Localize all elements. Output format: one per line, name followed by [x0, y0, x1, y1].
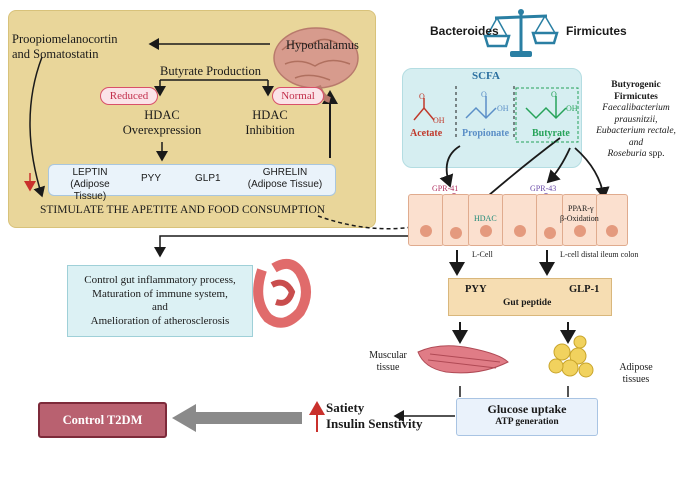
- scfa-title: SCFA: [472, 70, 500, 82]
- normal-badge: Normal: [272, 87, 324, 105]
- glucose-uptake-box: Glucose uptake ATP generation: [456, 398, 598, 436]
- butyrate-oh: OH: [566, 104, 578, 113]
- epithelial-cell: [536, 194, 564, 246]
- stimulate-appetite-label: STIMULATE THE APETITE AND FOOD CONSUMPTI…: [40, 204, 326, 216]
- hormone-leptin-name: LEPTIN: [72, 167, 108, 178]
- satiety-label: Satiety: [326, 400, 365, 415]
- immune-line2: Maturation of immune system,: [92, 287, 228, 300]
- muscular-tissue-label: Muscular tissue: [358, 350, 418, 374]
- lcell-distal-label: L-cell distal ileum colon: [560, 250, 639, 259]
- gpr41-label: GPR-41: [432, 184, 459, 193]
- control-t2dm-box: Control T2DM: [38, 402, 167, 438]
- adipose-tissue-label: Adipose tissues: [606, 362, 666, 386]
- insulin-sensitivity-label: Insulin Senstivity: [326, 416, 423, 431]
- butyrate-production-label: Butyrate Production: [160, 64, 262, 78]
- hdac-inhib-line1: HDAC: [252, 108, 288, 122]
- acetate-oh: OH: [433, 116, 445, 125]
- glucose-title: Glucose uptake: [487, 402, 567, 416]
- gut-peptide-label: Gut peptide: [503, 298, 552, 308]
- beta-oxidation-label: β-Oxidation: [560, 214, 599, 223]
- hdac-inhib-line2: Inhibition: [245, 123, 295, 137]
- hdac-over-line1: HDAC: [144, 108, 180, 122]
- big-grey-arrow: [172, 404, 302, 432]
- acetate-label: Acetate: [410, 128, 443, 139]
- gut-pyy: PYY: [465, 284, 487, 295]
- butyrate-label: Butyrate: [532, 128, 570, 139]
- adipose-tissue-icon: [548, 335, 594, 378]
- hormone-glp1: GLP1: [195, 173, 221, 184]
- muscular-line1: Muscular: [369, 350, 407, 361]
- proopio-line1: Proopiomelanocortin: [12, 32, 118, 46]
- propionate-label: Propionate: [462, 128, 510, 139]
- butyrogenic-title: Butyrogenic Firmicutes: [611, 80, 661, 102]
- hormone-leptin: LEPTIN (Adipose Tissue): [55, 167, 125, 203]
- butyrogenic-line1: Faecalibacterium: [602, 103, 670, 113]
- muscular-line2: tissue: [376, 362, 400, 373]
- hdac-cell-label: HDAC: [474, 214, 497, 223]
- hormone-ghrelin-name: GHRELIN: [262, 167, 308, 178]
- bacteroides-label: Bacteroides: [430, 24, 499, 38]
- hdac-over-line2: Overexpression: [122, 123, 202, 137]
- intestine-icon: [253, 258, 311, 328]
- butyrogenic-line2: prausnitzii,: [614, 114, 658, 125]
- acetate-molecule-icon: [413, 98, 435, 121]
- epithelial-cell: [442, 194, 470, 246]
- immune-effects-box: Control gut inflammatory process, Matura…: [67, 265, 253, 337]
- butyrogenic-spp: spp.: [646, 149, 665, 159]
- hormone-pyy: PYY: [141, 173, 162, 184]
- proopiomelanocortin-label: Proopiomelanocortin and Somatostatin: [12, 32, 118, 62]
- propionate-molecule-icon: [465, 96, 497, 120]
- hormone-leptin-source: (Adipose Tissue): [70, 179, 110, 202]
- propionate-o: O: [481, 90, 487, 99]
- hormone-ghrelin: GHRELIN (Adipose Tissue): [245, 167, 325, 191]
- butyrate-molecule-icon: [525, 96, 567, 120]
- adipose-line1: Adipose: [619, 362, 653, 373]
- outcome-text: Satiety Insulin Senstivity: [326, 400, 422, 432]
- hypothalamus-label: Hypothalamus: [286, 38, 359, 52]
- balance-scale-icon: [483, 9, 559, 57]
- hdac-inhibition-label: HDAC Inhibition: [238, 108, 302, 138]
- epithelial-cell: [562, 194, 598, 246]
- immune-line3: and: [152, 301, 168, 313]
- glucose-sub: ATP generation: [495, 417, 559, 427]
- ppar-label: PPAR-γ: [568, 204, 594, 213]
- hormone-list-box: LEPTIN (Adipose Tissue) PYY GLP1 GHRELIN…: [48, 164, 336, 202]
- butyrogenic-line3: Eubacterium rectale, and: [596, 126, 676, 148]
- immune-line4: Amelioration of atherosclerosis: [90, 314, 230, 327]
- butyrate-o: O: [551, 90, 557, 99]
- lcell-label: L-Cell: [472, 250, 493, 259]
- acetate-o: O: [419, 92, 425, 101]
- adipose-line2: tissues: [622, 374, 650, 385]
- epithelial-cell: [596, 194, 628, 246]
- gpr43-label: GPR-43: [530, 184, 557, 193]
- control-t2dm-label: Control T2DM: [62, 413, 143, 427]
- proopio-line2: and Somatostatin: [12, 47, 99, 61]
- epithelial-cell: [502, 194, 538, 246]
- butyrogenic-roseburia: Roseburia: [607, 149, 647, 159]
- propionate-oh: OH: [497, 104, 509, 113]
- gut-peptide-box: PYY GLP-1 Gut peptide: [448, 278, 612, 316]
- reduced-badge: Reduced: [100, 87, 158, 105]
- immune-line1: Control gut inflammatory process,: [84, 274, 236, 286]
- muscle-tissue-icon: [417, 345, 509, 374]
- firmicutes-label: Firmicutes: [566, 24, 627, 38]
- gut-glp1: GLP-1: [569, 284, 600, 295]
- hormone-ghrelin-source: (Adipose Tissue): [247, 179, 323, 190]
- hdac-overexpression-label: HDAC Overexpression: [122, 108, 202, 138]
- epithelial-cell: [408, 194, 444, 246]
- butyrogenic-firmicutes-note: Butyrogenic Firmicutes Faecalibacterium …: [590, 80, 682, 161]
